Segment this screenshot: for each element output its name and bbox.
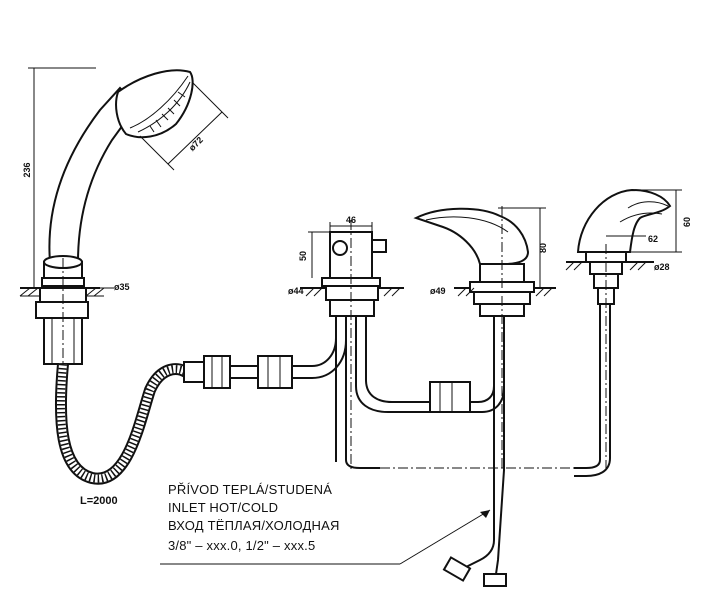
- diverter-valve: [300, 220, 430, 470]
- dim-236-label: 236: [22, 162, 32, 177]
- dim-44-label: ø44: [288, 286, 304, 296]
- dim-60-label: 60: [682, 217, 692, 227]
- hand-shower: [19, 69, 194, 372]
- dim-mixer-height: 80: [498, 207, 548, 288]
- dim-35-label: ø35: [114, 282, 130, 292]
- dim-62-label: 62: [648, 234, 658, 244]
- dim-49-label: ø49: [430, 286, 446, 296]
- note-line-3: ВХОД ТЁПЛАЯ/ХОЛОДНАЯ: [168, 518, 340, 533]
- dim-28-label: ø28: [654, 262, 670, 272]
- bath-spout: [566, 188, 672, 477]
- mixer-tap: [413, 206, 556, 587]
- dim-diverter-width: 46: [329, 215, 373, 232]
- dim-spout-reach: 62: [606, 234, 658, 244]
- hose-length-label: L=2000: [80, 495, 118, 507]
- dim-46-label: 46: [346, 215, 356, 225]
- note-line-1: PŘÍVOD TEPLÁ/STUDENÁ: [168, 482, 332, 497]
- note-line-4: 3/8" – xxx.0, 1/2" – xxx.5: [168, 538, 315, 553]
- dim-72-label: ø72: [187, 135, 205, 153]
- dim-base-diameter-shower: ø35: [86, 282, 130, 292]
- dim-80-label: 80: [538, 243, 548, 253]
- pipe-connector: [429, 316, 505, 413]
- dim-height-total: 236: [22, 67, 96, 288]
- dim-spout-height: 60: [630, 189, 692, 253]
- dim-50-label: 50: [298, 251, 308, 261]
- inlet-note: PŘÍVOD TEPLÁ/STUDENÁ INLET HOT/COLD ВХОД…: [160, 482, 491, 565]
- dim-diverter-height: 50: [298, 231, 330, 278]
- note-line-2: INLET HOT/COLD: [168, 500, 278, 515]
- shower-hose: [54, 316, 347, 485]
